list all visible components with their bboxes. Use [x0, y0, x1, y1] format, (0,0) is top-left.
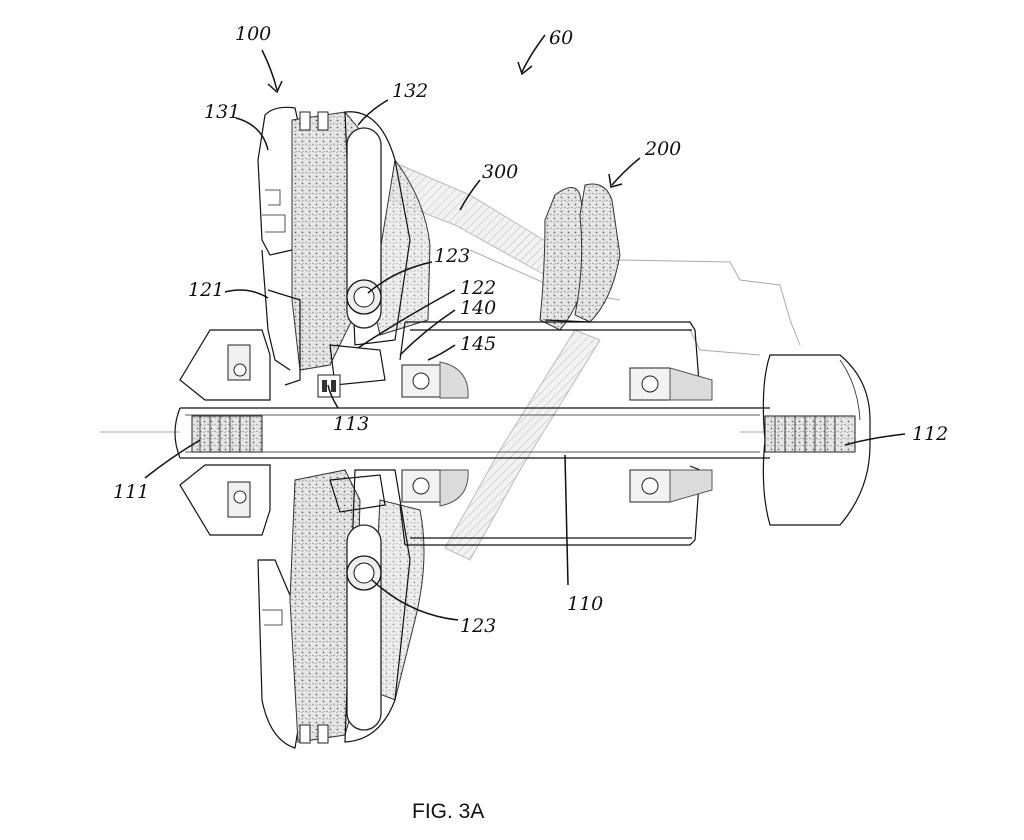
spider-assembly — [267, 289, 386, 513]
roller-123-upper — [346, 279, 382, 315]
shaft-110 — [174, 407, 770, 459]
roller-123-lower — [346, 555, 382, 591]
bearing-right-upper — [629, 367, 713, 401]
label-111: 111 — [113, 481, 149, 503]
label-110: 110 — [567, 593, 603, 615]
label-140: 140 — [460, 297, 496, 319]
label-121: 121 — [188, 279, 224, 301]
sheave-belt-section — [289, 111, 431, 744]
label-113: 113 — [333, 413, 369, 435]
left-hub — [179, 329, 271, 536]
label-123-lower: 123 — [460, 615, 496, 637]
label-145: 145 — [460, 333, 496, 355]
label-131: 131 — [204, 101, 240, 123]
label-60: 60 — [549, 27, 573, 49]
label-200: 200 — [644, 138, 681, 160]
label-112: 112 — [912, 423, 948, 445]
belt-300 — [389, 164, 601, 561]
threaded-end-112 — [764, 415, 856, 453]
leader-lines — [144, 34, 906, 621]
slot-113 — [317, 374, 341, 398]
bearing-right-lower — [629, 469, 713, 503]
driven-pulley-200 — [539, 183, 621, 331]
housing-140 — [399, 321, 701, 546]
bearing-145-upper — [401, 361, 469, 399]
threaded-end-111 — [191, 415, 263, 453]
label-122: 122 — [460, 277, 496, 299]
background-ghost-lines — [100, 249, 801, 433]
label-300: 300 — [482, 161, 518, 183]
figure-caption: FIG. 3A — [412, 800, 484, 823]
label-123-upper: 123 — [434, 245, 470, 267]
bearing-145-lower — [401, 469, 469, 507]
label-132: 132 — [392, 80, 428, 102]
label-100: 100 — [235, 23, 271, 45]
right-nut — [762, 354, 871, 526]
reference-labels: 60 100 131 132 300 200 123 121 122 140 1… — [113, 23, 948, 637]
